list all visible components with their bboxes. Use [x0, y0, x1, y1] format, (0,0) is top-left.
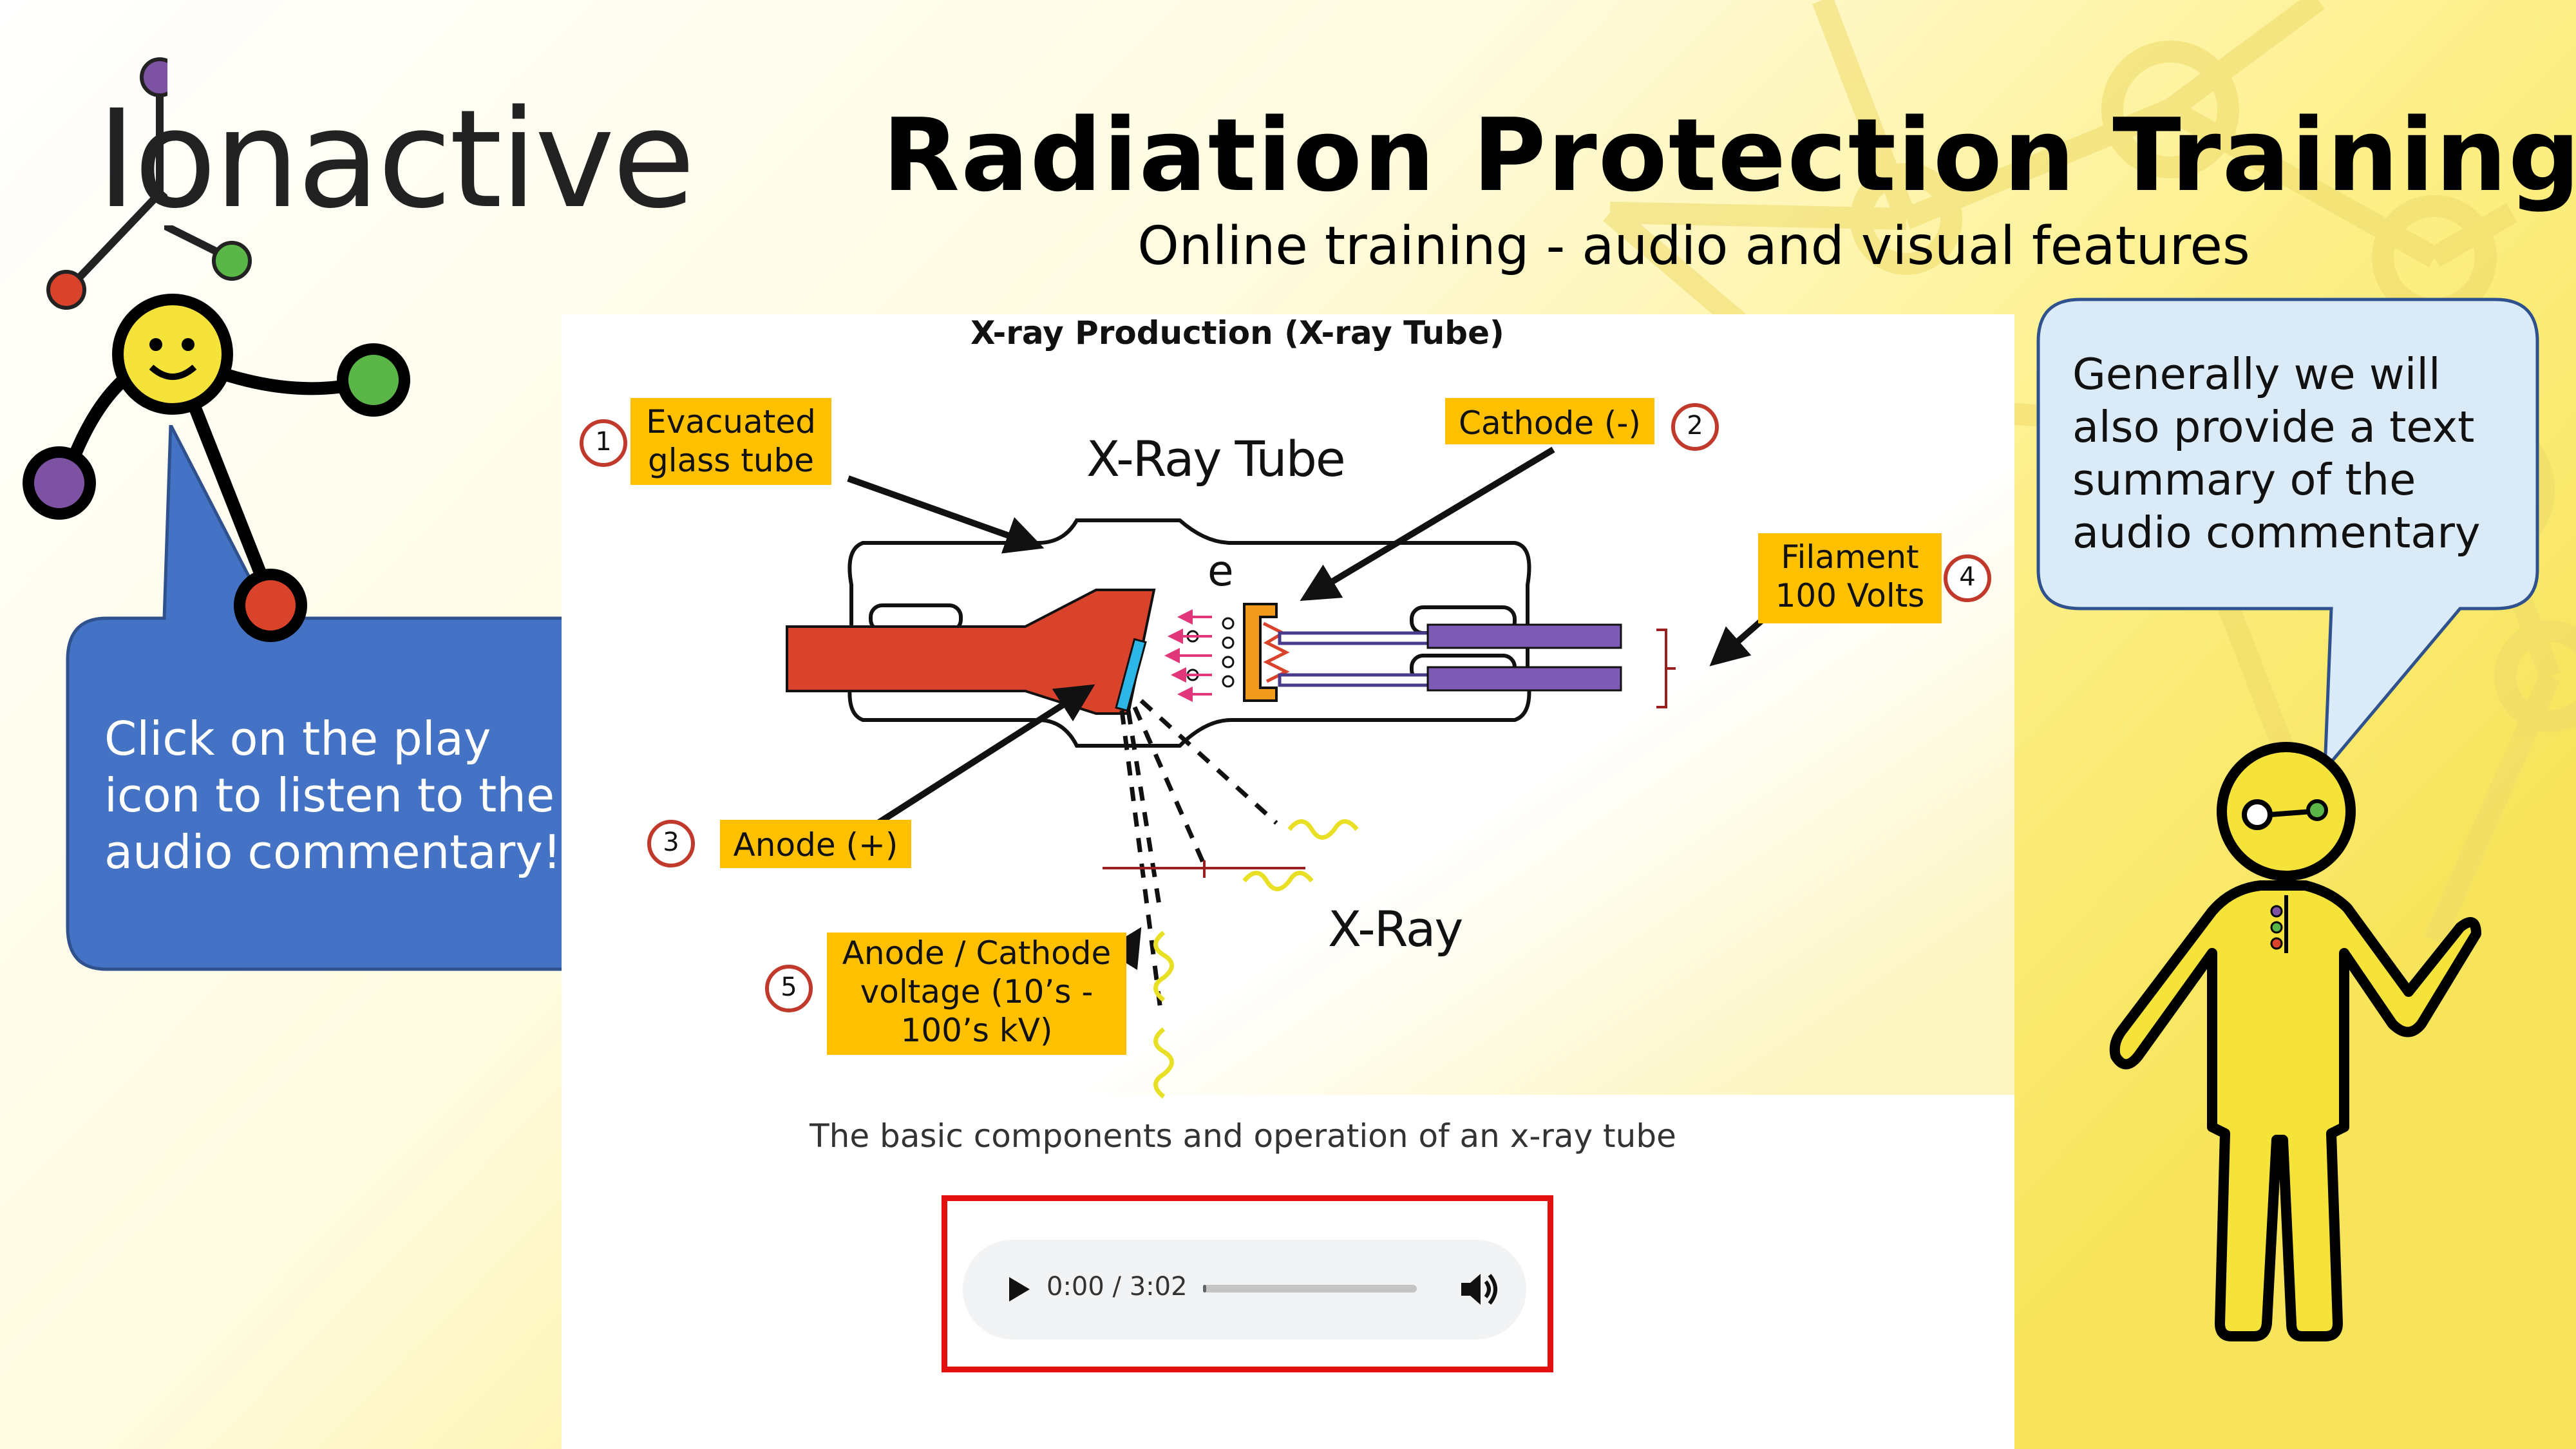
- audio-player-highlight: [942, 1195, 1553, 1372]
- xray-diagram-panel: X-ray Production (X-ray Tube) X-Ray Tube…: [562, 314, 2014, 1449]
- right-bubble-text: Generally we will also provide a text su…: [2072, 348, 2481, 559]
- page-subtitle: Online training - audio and visual featu…: [1137, 216, 2250, 277]
- volume-icon[interactable]: [1452, 1264, 1504, 1315]
- logo-wordmark: Ionactive: [97, 80, 696, 238]
- label-number: 2: [1687, 411, 1703, 440]
- left-bubble-line: Click on the play: [104, 712, 491, 766]
- xray-label: X-Ray: [1328, 900, 1463, 958]
- anode-target: [1115, 638, 1147, 712]
- ionactive-logo: [46, 57, 167, 310]
- label-line: glass tube: [647, 442, 815, 479]
- label-anode-cathode-voltage: Anode / Cathode voltage (10’s - 100’s kV…: [827, 934, 1126, 1050]
- audio-progress-fill: [1203, 1285, 1206, 1293]
- page-title: Radiation Protection Training: [882, 97, 2576, 214]
- audio-progress-track[interactable]: [1203, 1285, 1417, 1293]
- label-filament: Filament 100 Volts: [1758, 538, 1942, 615]
- left-bubble-text: Click on the play icon to listen to the …: [104, 710, 562, 880]
- logo-green-node: [164, 225, 252, 281]
- left-speech-bubble: [66, 425, 636, 971]
- molecule-character: [23, 294, 410, 601]
- label-anode: Anode (+): [733, 826, 898, 864]
- cathode-cup: [1243, 603, 1278, 702]
- label-line: 100 Volts: [1775, 577, 1925, 614]
- tube-title: X-Ray Tube: [1086, 430, 1346, 488]
- audio-time: 0:00 / 3:02: [1046, 1272, 1188, 1302]
- label-cathode: Cathode (-): [1459, 404, 1641, 442]
- label-line: Anode / Cathode: [842, 934, 1112, 972]
- label-line: 100’s kV): [900, 1012, 1053, 1049]
- label-evacuated-glass-tube: Evacuated glass tube: [630, 402, 831, 480]
- right-bubble-line: audio commentary: [2072, 507, 2481, 558]
- diagram-caption: The basic components and operation of an…: [810, 1117, 1676, 1155]
- label-line: Evacuated: [646, 403, 816, 440]
- label-number: 1: [595, 427, 612, 457]
- left-bubble-line: audio commentary!: [104, 825, 562, 879]
- presenter-character: [2109, 742, 2481, 1341]
- label-number: 3: [663, 828, 679, 857]
- left-bubble-line: icon to listen to the: [104, 768, 555, 822]
- label-line: voltage (10’s -: [860, 973, 1094, 1010]
- right-bubble-line: Generally we will: [2072, 349, 2441, 399]
- label-line: Filament: [1781, 538, 1919, 576]
- right-bubble-line: summary of the: [2072, 455, 2416, 505]
- play-icon[interactable]: [995, 1267, 1040, 1312]
- right-bubble-line: also provide a text: [2072, 402, 2475, 452]
- character-red-node: [234, 569, 307, 642]
- electron-beam: [1186, 617, 1235, 688]
- electron-symbol: e: [1208, 546, 1234, 596]
- xray-tube-diagram: [562, 314, 2014, 1449]
- right-speech-bubble: [2036, 298, 2539, 773]
- label-number: 4: [1959, 562, 1976, 592]
- label-number: 5: [781, 972, 797, 1002]
- diagram-heading: X-ray Production (X-ray Tube): [971, 314, 1504, 352]
